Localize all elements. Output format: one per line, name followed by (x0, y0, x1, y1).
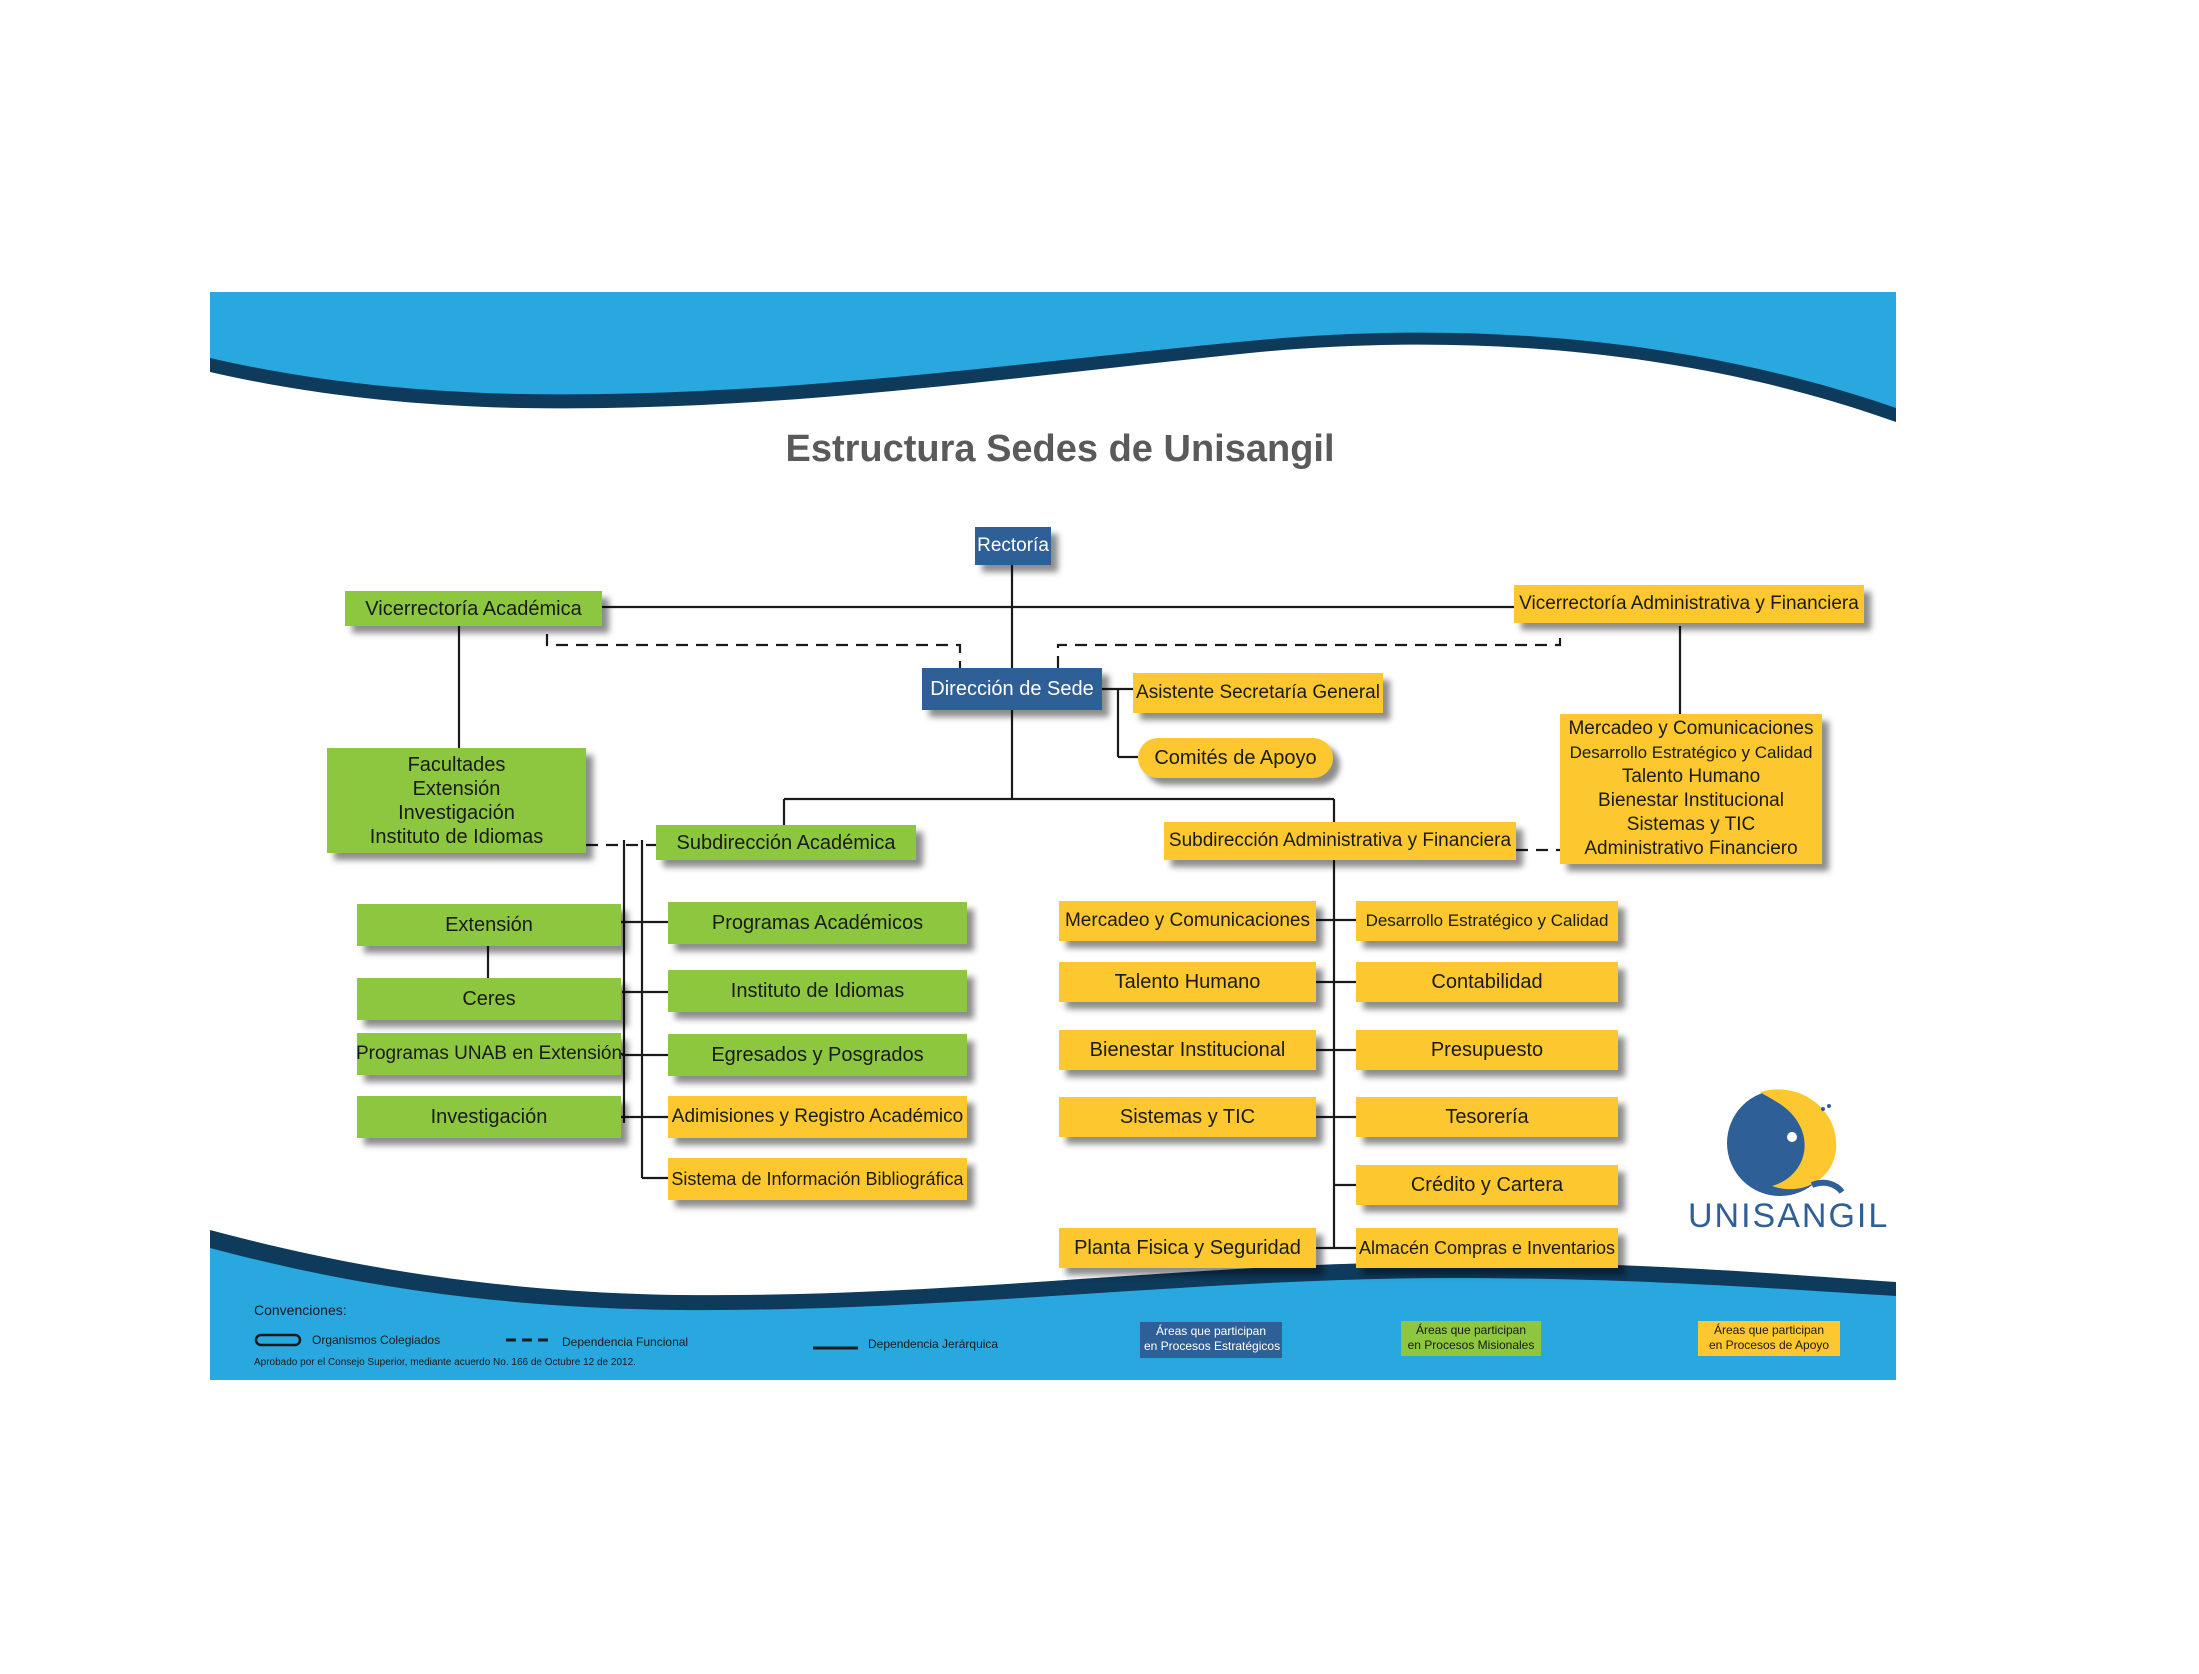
unisangil-logo-icon (1727, 1089, 1845, 1196)
vra-area-line: Sistemas y TIC (1626, 814, 1756, 835)
node-admin-tesoreria: Tesorería (1356, 1097, 1618, 1137)
top-banner (210, 292, 1896, 422)
vra-area-line: Mercadeo y Comunicaciones (1568, 718, 1814, 739)
node-programas-unab: Programas UNAB en Extensión (356, 1033, 622, 1075)
convention-samples (254, 1333, 858, 1350)
facultades-line: Investigación (398, 801, 515, 824)
facultades-line: Extensión (412, 777, 501, 800)
node-egresados-posgrados: Egresados y Posgrados (668, 1034, 967, 1076)
convention-jerarquica: Dependencia Jerárquica (868, 1337, 999, 1351)
facultades-line: Instituto de Idiomas (369, 825, 544, 848)
node-sistema-info-bibliografica: Sistema de Información Bibliográfica (668, 1158, 967, 1200)
legend-line: Áreas que participan (1415, 1323, 1527, 1337)
vra-area-line: Administrativo Financiero (1584, 838, 1798, 859)
legend-estrategicos: Áreas que participan en Procesos Estraté… (1140, 1322, 1282, 1358)
node-direccion-sede: Dirección de Sede (922, 668, 1102, 710)
node-rectoria: Rectoría (975, 527, 1051, 565)
node-admin-planta: Planta Fisica y Seguridad (1059, 1228, 1316, 1268)
conventions-heading: Convenciones: (254, 1302, 347, 1318)
node-admin-almacen: Almacén Compras e Inventarios (1356, 1228, 1618, 1268)
node-investigacion: Investigación (357, 1096, 621, 1138)
dashed-lines (545, 634, 1566, 852)
legend-line: Áreas que participan (1713, 1323, 1825, 1337)
node-admin-bienestar: Bienestar Institucional (1059, 1030, 1316, 1070)
node-admin-credito: Crédito y Cartera (1356, 1165, 1618, 1205)
unisangil-logo-text: UNISANGIL (1688, 1197, 1890, 1235)
vra-area-line: Talento Humano (1621, 766, 1761, 787)
legend-line: en Procesos Estratégicos (1144, 1339, 1281, 1353)
node-programas-academicos: Programas Académicos (668, 902, 967, 944)
convention-organismos: Organismos Colegiados (312, 1333, 441, 1347)
node-admin-contabilidad: Contabilidad (1356, 962, 1618, 1002)
node-ceres: Ceres (357, 978, 621, 1020)
node-vicerrectoria-academica: Vicerrectoría Académica (345, 591, 602, 626)
node-admin-sistemas: Sistemas y TIC (1059, 1097, 1316, 1137)
node-vra-areas: Mercadeo y Comunicaciones Desarrollo Est… (1560, 714, 1822, 864)
node-admin-presupuesto: Presupuesto (1356, 1030, 1618, 1070)
node-instituto-idiomas: Instituto de Idiomas (668, 970, 967, 1012)
page-title: Estructura Sedes de Unisangil (785, 428, 1335, 470)
legend-line: en Procesos de Apoyo (1708, 1338, 1830, 1352)
node-vicerrectoria-administrativa: Vicerrectoría Administrativa y Financier… (1514, 585, 1864, 623)
node-admisiones-registro: Adimisiones y Registro Académico (668, 1096, 967, 1138)
node-asistente-secretaria: Asistente Secretaría General (1133, 673, 1383, 713)
node-subdireccion-administrativa: Subdirección Administrativa y Financiera (1164, 822, 1516, 860)
convention-funcional: Dependencia Funcional (562, 1335, 689, 1349)
legend-line: Áreas que participan (1155, 1324, 1267, 1338)
legend-misionales: Áreas que participan en Procesos Misiona… (1401, 1321, 1541, 1356)
node-admin-talento: Talento Humano (1059, 962, 1316, 1002)
vra-area-line: Bienestar Institucional (1598, 790, 1784, 811)
node-admin-mercadeo: Mercadeo y Comunicaciones (1059, 901, 1316, 941)
node-admin-desarrollo: Desarrollo Estratégico y Calidad (1356, 901, 1618, 941)
legend-line: en Procesos Misionales (1407, 1338, 1535, 1352)
node-subdireccion-academica: Subdirección Académica (656, 825, 916, 860)
facultades-line: Facultades (407, 753, 506, 776)
node-extension: Extensión (357, 904, 621, 946)
node-comites-apoyo: Comités de Apoyo (1138, 738, 1333, 778)
legend-apoyo: Áreas que participan en Procesos de Apoy… (1698, 1321, 1840, 1356)
connector-lines (457, 564, 1682, 1250)
node-facultades: Facultades Extensión Investigación Insti… (327, 748, 586, 853)
approval-note: Aprobado por el Consejo Superior, median… (254, 1357, 636, 1368)
vra-area-line: Desarrollo Estratégico y Calidad (1569, 743, 1813, 762)
